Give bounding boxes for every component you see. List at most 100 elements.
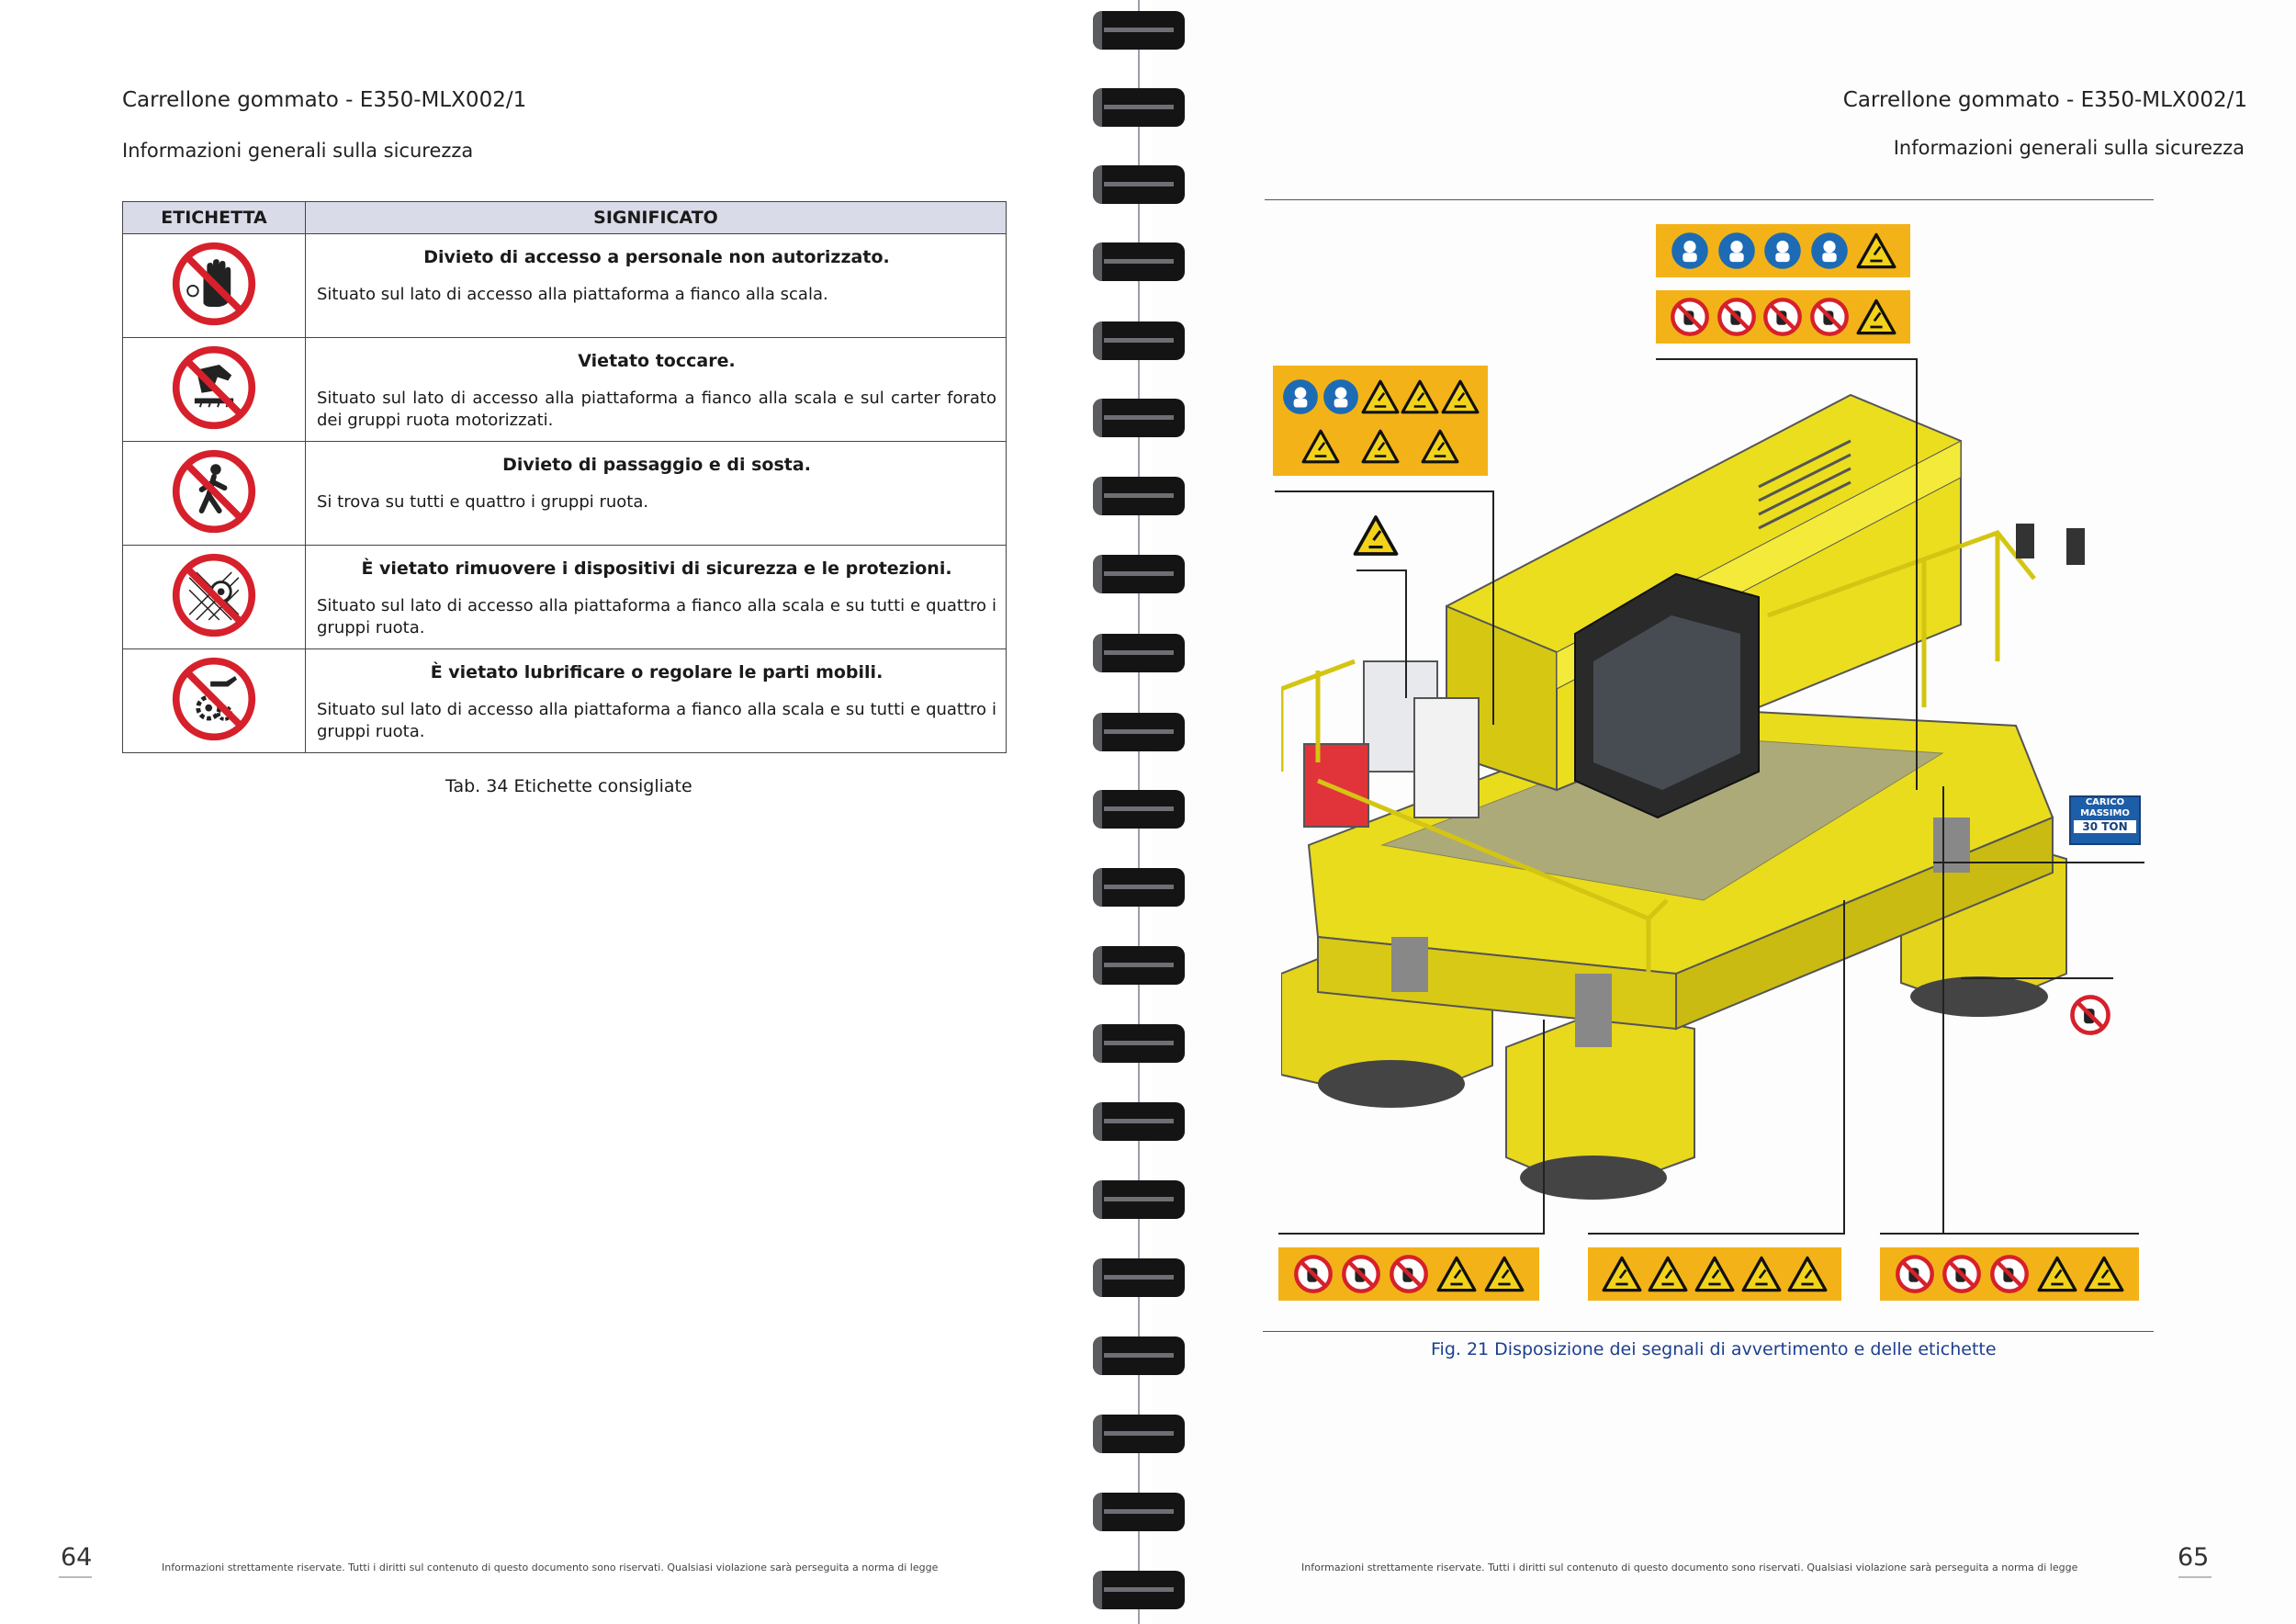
leader-line	[1492, 491, 1494, 725]
binding-ring	[1093, 555, 1185, 593]
page-number: 65	[2178, 1543, 2210, 1572]
sign-panel-bottom-left	[1278, 1247, 1539, 1301]
row-description: Situato sul lato di accesso alla piattaf…	[317, 389, 996, 431]
page-number-underline	[2178, 1576, 2212, 1578]
binding-ring	[1093, 868, 1185, 907]
binding-ring	[1093, 1024, 1185, 1063]
binding-ring	[1093, 1102, 1185, 1141]
table-row: Divieto di accesso a personale non autor…	[122, 233, 1007, 338]
meaning-cell: Divieto di accesso a personale non autor…	[305, 233, 1007, 338]
mandatory-overalls-icon	[1809, 231, 1850, 271]
row-description: Situato sul lato di accesso alla piattaf…	[317, 700, 996, 742]
warning-fall-icon	[1694, 1256, 1735, 1292]
page-number-underline	[59, 1576, 92, 1578]
header-title: Carrellone gommato - E350-MLX002/1	[122, 88, 527, 112]
leader-line	[1588, 1233, 1845, 1235]
do-not-touch-icon	[1716, 297, 1757, 337]
no-pedestrian-icon	[172, 449, 256, 533]
no-lubricate-icon	[1341, 1254, 1381, 1294]
binding-ring	[1093, 713, 1185, 751]
row-title: Vietato toccare.	[578, 351, 736, 371]
no-remove-guards-icon	[1762, 297, 1803, 337]
warning-crush-icon	[1741, 1256, 1782, 1292]
label-cell	[122, 233, 306, 338]
no-pedestrian-icon	[1389, 1254, 1429, 1294]
warning-triangle-icon	[1856, 299, 1896, 335]
row-description: Situato sul lato di accesso alla piattaf…	[317, 596, 996, 638]
binding-ring	[1093, 1258, 1185, 1297]
do-not-touch-icon	[2069, 994, 2111, 1036]
straddle-carrier-illustration	[1281, 393, 2085, 1200]
no-lubricate-moving-parts-icon	[172, 657, 256, 740]
warning-slip-icon	[1648, 1256, 1688, 1292]
leader-line	[1405, 570, 1407, 698]
binding-ring	[1093, 634, 1185, 672]
binding-ring	[1093, 946, 1185, 985]
leader-line	[1843, 900, 1845, 1235]
figure-caption: Fig. 21 Disposizione dei segnali di avve…	[1431, 1339, 1997, 1359]
label-cell	[122, 648, 306, 753]
sign-panel-top-ppe	[1656, 224, 1910, 277]
do-not-touch-icon	[172, 345, 256, 429]
max-load-value: 30 TON	[2074, 820, 2136, 833]
leader-line	[1916, 358, 1918, 790]
row-title: È vietato lubrificare o regolare le part…	[430, 662, 884, 682]
max-load-line2: MASSIMO	[2080, 808, 2130, 818]
leader-line	[1961, 977, 2113, 979]
binding-ring	[1093, 1571, 1185, 1609]
label-cell	[122, 545, 306, 649]
warning-pressure-icon	[1787, 1256, 1828, 1292]
labels-table: ETICHETTA SIGNIFICATO Divieto di accesso…	[122, 201, 1007, 753]
mandatory-helmet-icon	[1716, 231, 1757, 271]
table-row: È vietato lubrificare o regolare le part…	[122, 648, 1007, 753]
no-pedestrian-icon	[1989, 1254, 2030, 1294]
table-row: Divieto di passaggio e di sosta. Si trov…	[122, 441, 1007, 546]
header-rule	[1265, 199, 2154, 200]
sign-panel-bottom-center	[1588, 1247, 1841, 1301]
header-subtitle: Informazioni generali sulla sicurezza	[122, 140, 474, 162]
binding-ring	[1093, 242, 1185, 281]
leader-line	[1356, 570, 1407, 571]
row-description: Si trova su tutti e quattro i gruppi ruo…	[317, 492, 649, 512]
leader-line	[1275, 491, 1493, 492]
column-header-etichetta: ETICHETTA	[122, 201, 306, 234]
binding-ring	[1093, 165, 1185, 204]
confidentiality-footer: Informazioni strettamente riservate. Tut…	[162, 1562, 939, 1573]
meaning-cell: Vietato toccare. Situato sul lato di acc…	[305, 337, 1007, 442]
binding-ring	[1093, 399, 1185, 437]
table-row: Vietato toccare. Situato sul lato di acc…	[122, 337, 1007, 442]
spiral-binding	[1084, 0, 1194, 1624]
no-lubricate-icon	[1809, 297, 1850, 337]
no-entry-icon	[1670, 297, 1710, 337]
no-remove-guards-icon	[172, 553, 256, 637]
no-lubricate-icon	[1941, 1254, 1982, 1294]
warning-crush-icon	[1436, 1256, 1477, 1292]
binding-ring	[1093, 321, 1185, 360]
binding-ring	[1093, 88, 1185, 127]
row-title: Divieto di accesso a personale non autor…	[423, 247, 890, 267]
warning-triangle-icon	[1856, 232, 1896, 269]
binding-ring	[1093, 1493, 1185, 1531]
table-caption: Tab. 34 Etichette consigliate	[445, 776, 692, 796]
binding-ring	[1093, 1336, 1185, 1375]
meaning-cell: È vietato rimuovere i dispositivi di sic…	[305, 545, 1007, 649]
row-title: È vietato rimuovere i dispositivi di sic…	[361, 558, 952, 579]
mandatory-gloves-icon	[1762, 231, 1803, 271]
row-title: Divieto di passaggio e di sosta.	[502, 455, 811, 475]
leader-line	[1543, 1020, 1545, 1235]
left-page: Carrellone gommato - E350-MLX002/1 Infor…	[0, 0, 1120, 1624]
leader-line	[1933, 862, 2144, 863]
confidentiality-footer: Informazioni strettamente riservate. Tut…	[1301, 1562, 2078, 1573]
max-load-sign: CARICO MASSIMO 30 TON	[2069, 795, 2141, 845]
leader-line	[1942, 786, 1944, 1235]
warning-general-icon	[1602, 1256, 1642, 1292]
sign-panel-bottom-right	[1880, 1247, 2139, 1301]
column-header-significato: SIGNIFICATO	[305, 201, 1007, 234]
binding-ring	[1093, 1180, 1185, 1219]
figure-bottom-rule	[1263, 1331, 2154, 1332]
binding-ring	[1093, 1415, 1185, 1453]
leader-line	[1880, 1233, 2139, 1235]
no-remove-guards-icon	[1293, 1254, 1334, 1294]
header-subtitle: Informazioni generali sulla sicurezza	[1893, 137, 2245, 159]
table-row: È vietato rimuovere i dispositivi di sic…	[122, 545, 1007, 649]
